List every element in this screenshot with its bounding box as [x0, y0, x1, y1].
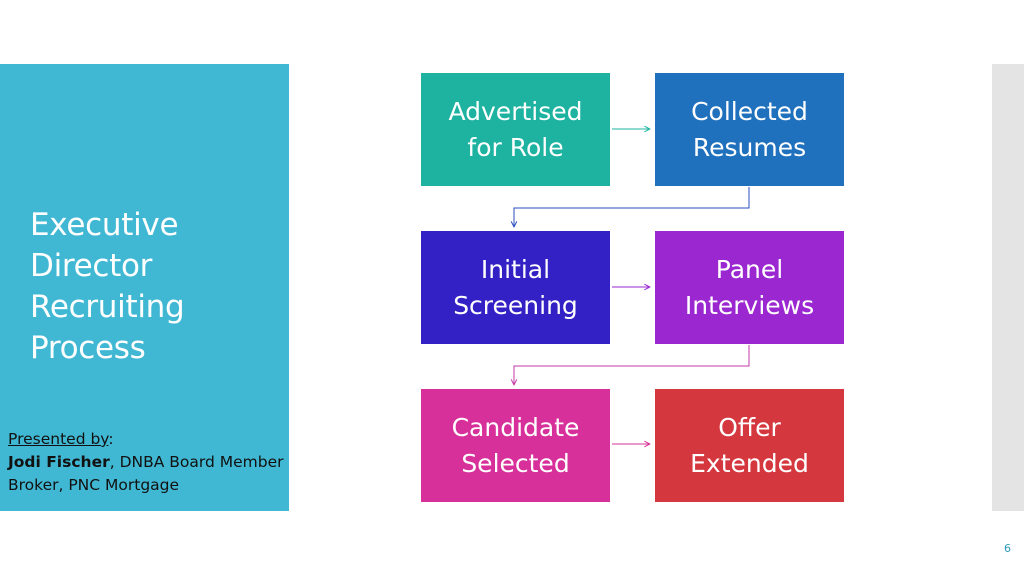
step-panel-interviews: Panel Interviews — [655, 231, 844, 344]
step-label: Initial Screening — [453, 254, 578, 320]
step-label: Collected Resumes — [691, 96, 808, 162]
presenter-name: Jodi Fischer — [8, 453, 110, 471]
title-line: Recruiting — [30, 289, 185, 325]
step-label: Advertised for Role — [448, 96, 583, 162]
step-label: Offer Extended — [690, 412, 809, 478]
presenter-label-line: Presented by: — [8, 428, 293, 451]
presenter-label: Presented by — [8, 430, 109, 448]
step-collected-resumes: Collected Resumes — [655, 73, 844, 186]
step-initial-screening: Initial Screening — [421, 231, 610, 344]
step-advertised-for-role: Advertised for Role — [421, 73, 610, 186]
step-candidate-selected: Candidate Selected — [421, 389, 610, 502]
presenter-name-line: Jodi Fischer, DNBA Board Member — [8, 451, 293, 474]
title-line: Director — [30, 248, 153, 284]
title-panel — [0, 64, 289, 511]
arrow-collected-to-screening — [514, 187, 750, 227]
presenter-label-suffix: : — [108, 430, 114, 448]
step-offer-extended: Offer Extended — [655, 389, 844, 502]
presenter-info: Presented by: Jodi Fischer, DNBA Board M… — [8, 428, 293, 497]
step-label: Panel Interviews — [684, 254, 815, 320]
side-accent-bar — [992, 64, 1024, 511]
title-line: Executive — [30, 207, 179, 243]
arrow-interviews-to-selected — [514, 345, 750, 385]
title-line: Process — [30, 330, 146, 366]
slide-title: Executive Director Recruiting Process — [30, 205, 280, 369]
presenter-role: , DNBA Board Member — [109, 453, 284, 471]
page-number: 6 — [1004, 542, 1011, 555]
step-label: Candidate Selected — [451, 412, 580, 478]
presenter-affiliation: Broker, PNC Mortgage — [8, 476, 180, 494]
